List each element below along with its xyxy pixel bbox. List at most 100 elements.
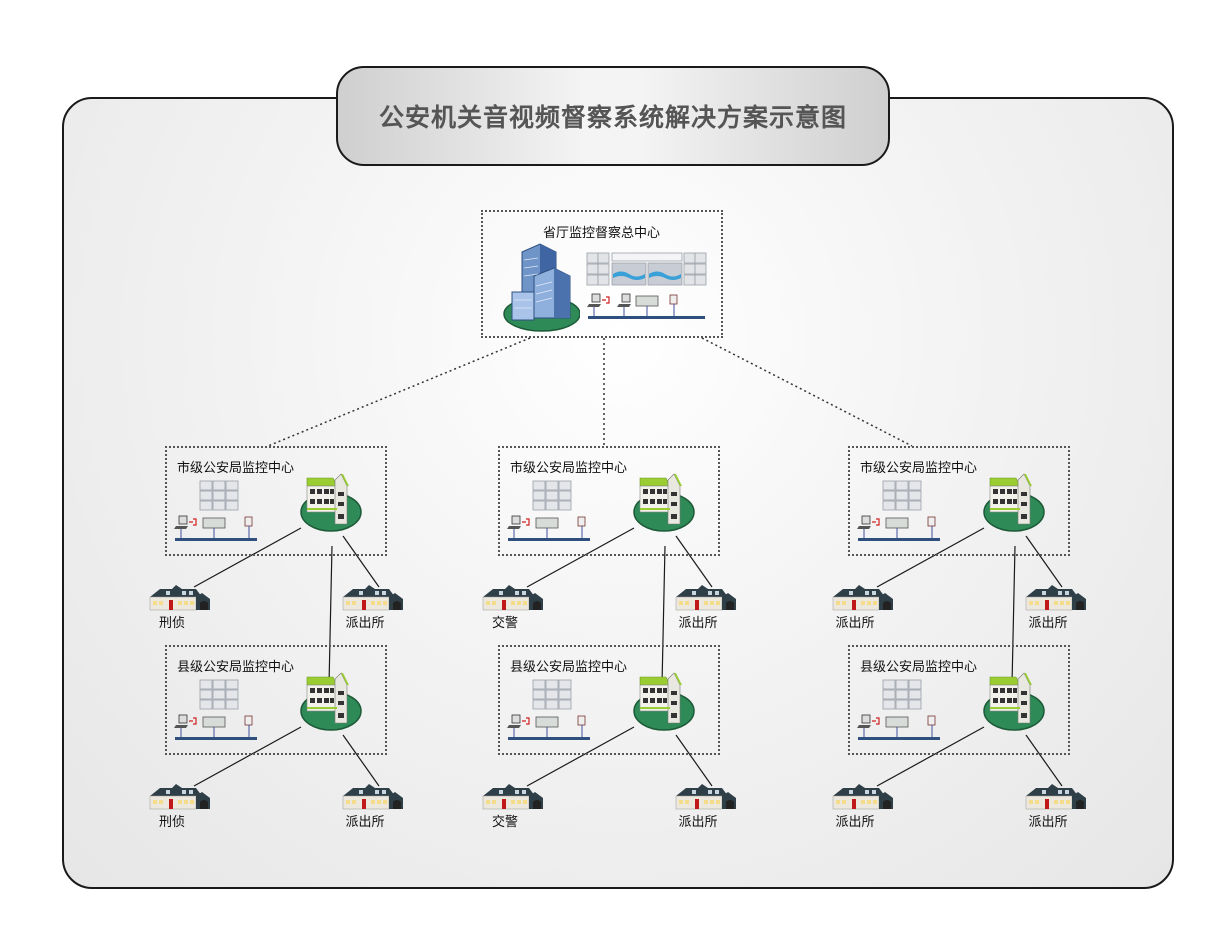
- camera-icon: [669, 294, 678, 305]
- workstation-icon: [174, 515, 188, 529]
- leaf-station-label: 派出所: [345, 616, 385, 631]
- leaf-station-label: 派出所: [345, 815, 385, 830]
- green-building-icon: [633, 672, 695, 731]
- county-center-box: 县级公安局监控中心: [165, 645, 387, 755]
- house-icon: [1025, 784, 1086, 810]
- city-center-label: 市级公安局监控中心: [177, 461, 295, 476]
- camera-icon: [244, 715, 253, 726]
- office-tower-icon: [503, 243, 580, 332]
- link-province-city-3: [701, 337, 913, 447]
- county-center-label: 县级公安局监控中心: [177, 660, 295, 675]
- house-icon: [342, 784, 403, 810]
- city-center-label: 市级公安局监控中心: [510, 461, 628, 476]
- server-icon: [202, 517, 226, 529]
- green-building-icon: [983, 672, 1045, 731]
- video-wall-icon: [586, 252, 707, 286]
- workstation-icon: [507, 714, 521, 728]
- green-building-icon: [633, 473, 695, 532]
- county-center-box: 县级公安局监控中心: [848, 645, 1070, 755]
- equipment-network-icon: [857, 515, 940, 541]
- province-center-box: 省厅监控督察总中心: [481, 210, 723, 338]
- county-center-label: 县级公安局监控中心: [510, 660, 628, 675]
- equipment-network-icon: [174, 515, 257, 541]
- workstation-icon: [174, 714, 188, 728]
- house-icon: [675, 585, 736, 611]
- county-center-box: 县级公安局监控中心: [498, 645, 720, 755]
- green-building-icon: [983, 473, 1045, 532]
- server-icon: [885, 517, 909, 529]
- camera-icon: [577, 715, 586, 726]
- title-banner: 公安机关音视频督察系统解决方案示意图: [336, 66, 890, 166]
- house-icon: [482, 585, 543, 611]
- house-icon: [342, 585, 403, 611]
- server-icon: [535, 517, 559, 529]
- city-center-label: 市级公安局监控中心: [860, 461, 978, 476]
- workstation-icon: [857, 714, 871, 728]
- city-center-box: 市级公安局监控中心: [498, 446, 720, 556]
- green-building-icon: [300, 672, 362, 731]
- house-icon: [149, 784, 210, 810]
- link-county-leaf-2: [675, 734, 713, 787]
- server-icon: [535, 716, 559, 728]
- server-icon: [202, 716, 226, 728]
- leaf-station-label: 交警: [491, 616, 519, 631]
- house-icon: [149, 585, 210, 611]
- house-icon: [482, 784, 543, 810]
- link-city-leaf-2: [342, 535, 380, 588]
- link-city-leaf-2: [675, 535, 713, 588]
- video-wall-icon: [532, 679, 572, 710]
- camera-icon: [927, 715, 936, 726]
- province-center-label: 省厅监控督察总中心: [543, 226, 661, 241]
- workstation-icon: [857, 515, 871, 529]
- equipment-network-icon: [174, 714, 257, 740]
- equipment-network-icon: [507, 714, 590, 740]
- video-wall-icon: [199, 679, 239, 710]
- link-city-leaf-1: [193, 527, 302, 588]
- house-icon: [832, 585, 893, 611]
- link-county-leaf-2: [342, 734, 380, 787]
- video-wall-icon: [882, 480, 922, 511]
- video-wall-icon: [199, 480, 239, 511]
- equipment-network-icon: [857, 714, 940, 740]
- leaf-station-label: 派出所: [678, 616, 718, 631]
- link-county-leaf-1: [876, 726, 985, 787]
- house-icon: [675, 784, 736, 810]
- equipment-network-icon: [587, 293, 705, 319]
- link-city-leaf-1: [526, 527, 635, 588]
- house-icon: [1025, 585, 1086, 611]
- link-city-county: [661, 545, 666, 686]
- leaf-station-label: 刑侦: [158, 815, 186, 830]
- diagram-title: 公安机关音视频督察系统解决方案示意图: [378, 103, 847, 132]
- camera-icon: [927, 516, 936, 527]
- leaf-station-label: 派出所: [1028, 616, 1068, 631]
- link-city-county: [1011, 545, 1016, 686]
- link-city-leaf-2: [1025, 535, 1063, 588]
- camera-icon: [244, 516, 253, 527]
- green-building-icon: [300, 473, 362, 532]
- leaf-station-label: 派出所: [835, 815, 875, 830]
- link-city-county: [328, 545, 333, 686]
- leaf-station-label: 刑侦: [158, 616, 186, 631]
- leaf-station-label: 派出所: [1028, 815, 1068, 830]
- workstation-icon: [587, 293, 601, 307]
- link-county-leaf-1: [526, 726, 635, 787]
- county-center-label: 县级公安局监控中心: [860, 660, 978, 675]
- link-city-leaf-1: [876, 527, 985, 588]
- leaf-station-label: 交警: [491, 815, 519, 830]
- leaf-station-label: 派出所: [678, 815, 718, 830]
- city-center-box: 市级公安局监控中心: [165, 446, 387, 556]
- house-icon: [832, 784, 893, 810]
- workstation-icon: [507, 515, 521, 529]
- video-wall-icon: [882, 679, 922, 710]
- link-county-leaf-1: [193, 726, 302, 787]
- server-icon: [885, 716, 909, 728]
- leaf-station-label: 派出所: [835, 616, 875, 631]
- link-county-leaf-2: [1025, 734, 1063, 787]
- camera-icon: [577, 516, 586, 527]
- server-icon: [635, 295, 659, 307]
- link-province-city-1: [267, 337, 531, 447]
- city-center-box: 市级公安局监控中心: [848, 446, 1070, 556]
- equipment-network-icon: [507, 515, 590, 541]
- video-wall-icon: [532, 480, 572, 511]
